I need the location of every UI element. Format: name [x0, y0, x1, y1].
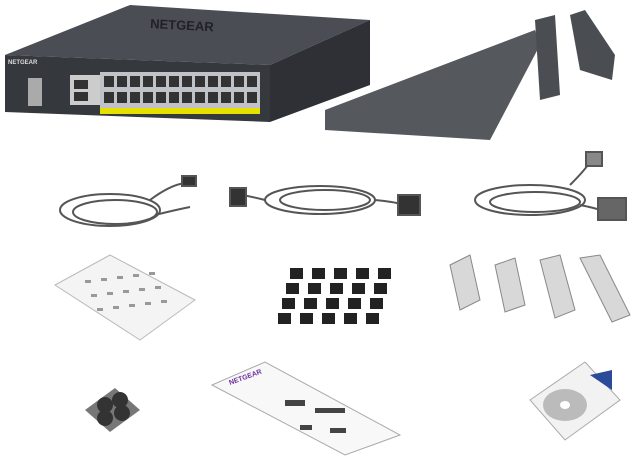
ethernet-port [74, 92, 88, 101]
ethernet-port [208, 92, 218, 103]
screw [101, 278, 107, 281]
screw [133, 274, 139, 277]
screw [145, 302, 151, 305]
rubber-feet [85, 388, 140, 432]
ethernet-port [130, 92, 140, 103]
port-cover [378, 268, 391, 279]
port-cover [304, 298, 317, 309]
ethernet-port [117, 76, 127, 87]
port-cover [322, 313, 335, 324]
screw-bag [54, 254, 196, 341]
screw [139, 288, 145, 291]
ethernet-port [247, 76, 257, 87]
ethernet-port [74, 80, 88, 89]
port-cover [370, 298, 383, 309]
screw [155, 286, 161, 289]
port-cover [344, 313, 357, 324]
screw [123, 290, 129, 293]
ethernet-port [182, 76, 192, 87]
port-cover [278, 313, 291, 324]
port-cover [374, 283, 387, 294]
port-cover [348, 298, 361, 309]
screw [149, 272, 155, 275]
screw [129, 304, 135, 307]
installation-guide: NETGEAR [210, 361, 402, 456]
screw [161, 300, 167, 303]
ethernet-port [234, 92, 244, 103]
port-cover [286, 283, 299, 294]
rack-rails [449, 254, 631, 323]
screw [85, 280, 91, 283]
port-cover [290, 268, 303, 279]
switch-top-logo: NETGEAR [150, 16, 215, 34]
port-cover [334, 268, 347, 279]
port-cover [356, 268, 369, 279]
network-switch: NETGEAR NETGEAR [5, 5, 370, 122]
ethernet-port [104, 76, 114, 87]
port-cover [352, 283, 365, 294]
ethernet-port [221, 92, 231, 103]
switch-front-logo: NETGEAR [8, 60, 38, 66]
rack-mount-brackets [325, 10, 615, 140]
console-port [28, 78, 42, 106]
ethernet-port [104, 92, 114, 103]
port-cover [366, 313, 379, 324]
port-cover [326, 298, 339, 309]
screw [117, 276, 123, 279]
ethernet-port [169, 76, 179, 87]
ethernet-port [182, 92, 192, 103]
console-cable [474, 151, 627, 221]
usb-cable [59, 175, 197, 227]
port-cover [300, 313, 313, 324]
ethernet-port [156, 92, 166, 103]
screw [97, 308, 103, 311]
ethernet-port [169, 92, 179, 103]
screw [91, 294, 97, 297]
power-cord [229, 185, 421, 216]
ethernet-port [117, 92, 127, 103]
ethernet-port [130, 76, 140, 87]
ethernet-port [221, 76, 231, 87]
ethernet-port [143, 92, 153, 103]
ethernet-port [195, 76, 205, 87]
port-cover [282, 298, 295, 309]
ethernet-port [143, 76, 153, 87]
port-cover [312, 268, 325, 279]
port-cover [330, 283, 343, 294]
resource-cd [529, 361, 621, 441]
ethernet-port [156, 76, 166, 87]
screw [107, 292, 113, 295]
screw [113, 306, 119, 309]
ethernet-port [208, 76, 218, 87]
ethernet-port [195, 92, 205, 103]
port-covers [278, 268, 391, 324]
port-grid [74, 76, 257, 103]
ethernet-port [234, 76, 244, 87]
port-cover [308, 283, 321, 294]
ethernet-port [247, 92, 257, 103]
